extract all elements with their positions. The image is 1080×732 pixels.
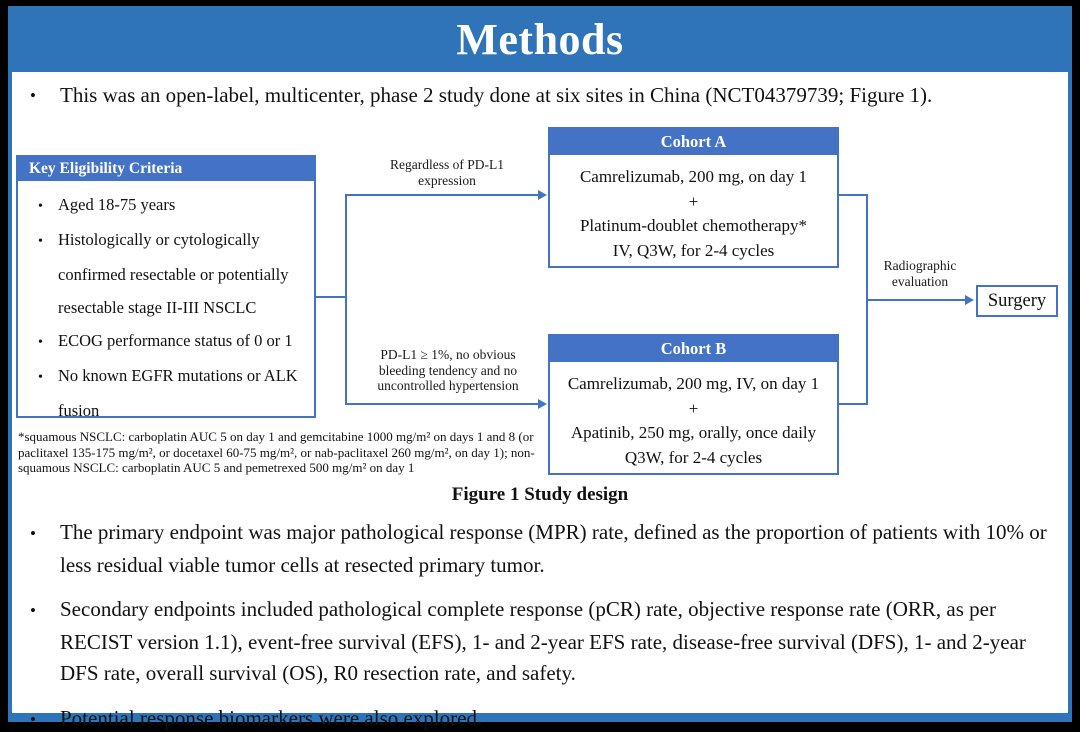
connector-line xyxy=(838,403,868,405)
cohort-b-header: Cohort B xyxy=(550,336,837,362)
connector-line xyxy=(868,299,966,301)
connector-line xyxy=(838,194,868,196)
arrowhead-icon xyxy=(965,295,974,305)
eligibility-list: Aged 18-75 yearsHistologically or cytolo… xyxy=(18,181,314,427)
arrowhead-icon xyxy=(538,190,547,200)
cohort-a-box: Cohort A Camrelizumab, 200 mg, on day 1 +… xyxy=(548,127,839,268)
connector-line xyxy=(347,194,539,196)
cohort-b-line: Camrelizumab, 200 mg, IV, on day 1 xyxy=(567,374,820,393)
figure-caption: Figure 1 Study design xyxy=(451,484,629,505)
cohort-a-line: Camrelizumab, 200 mg, on day 1 xyxy=(579,167,808,186)
cohort-b-line: Q3W, for 2-4 cycles xyxy=(624,447,763,467)
radiographic-evaluation-label: Radiographic evaluation xyxy=(883,258,957,289)
cohort-a-line: Platinum-doublet chemotherapy* xyxy=(579,216,808,235)
footnote: *squamous NSCLC: carboplatin AUC 5 on da… xyxy=(18,429,535,475)
cohort-b-body: Camrelizumab, 200 mg, IV, on day 1 + Apati… xyxy=(550,362,837,470)
connector-line xyxy=(866,194,868,405)
arrowhead-icon xyxy=(538,399,547,409)
cohort-b-line: + xyxy=(688,398,699,418)
eligibility-item: Aged 18-75 years xyxy=(38,188,310,223)
surgery-box: Surgery xyxy=(976,285,1058,317)
bullet-icon: • xyxy=(30,86,36,105)
cohort-b-box: Cohort B Camrelizumab, 200 mg, IV, on da… xyxy=(548,334,839,475)
connector-line xyxy=(315,296,347,298)
connector-line xyxy=(345,194,347,405)
eligibility-item: Histologically or cytologically confirme… xyxy=(38,223,310,324)
bullet-item: The primary endpoint was major pathologi… xyxy=(30,517,1056,581)
eligibility-item: No known EGFR mutations or ALK fusion xyxy=(38,359,310,427)
cohort-a-body: Camrelizumab, 200 mg, on day 1 + Platinum-… xyxy=(550,155,837,263)
branch-label-top: Regardless of PD-L1 expression xyxy=(390,157,504,188)
bullet-list: The primary endpoint was major pathologi… xyxy=(30,517,1056,732)
intro-text: This was an open-label, multicenter, pha… xyxy=(60,83,933,107)
cohort-a-line: IV, Q3W, for 2-4 cycles xyxy=(612,240,775,260)
cohort-a-line: + xyxy=(688,191,699,211)
intro-bullet-row: • This was an open-label, multicenter, ph… xyxy=(30,80,1054,111)
branch-label-bottom: PD-L1 ≥ 1%, no obvious bleeding tendency… xyxy=(377,347,519,393)
eligibility-box: Key Eligibility Criteria Aged 18-75 year… xyxy=(16,155,316,420)
eligibility-header: Key Eligibility Criteria xyxy=(18,157,314,181)
bullet-item: Potential response biomarkers were also … xyxy=(30,703,1056,732)
title-bar: Methods xyxy=(8,6,1072,72)
cohort-b-line: Apatinib, 250 mg, orally, once daily xyxy=(570,423,817,442)
page-title: Methods xyxy=(456,14,624,64)
bullet-item: Secondary endpoints included pathologica… xyxy=(30,594,1056,690)
connector-line xyxy=(347,403,539,405)
cohort-a-header: Cohort A xyxy=(550,129,837,155)
eligibility-item: ECOG performance status of 0 or 1 xyxy=(38,324,310,359)
